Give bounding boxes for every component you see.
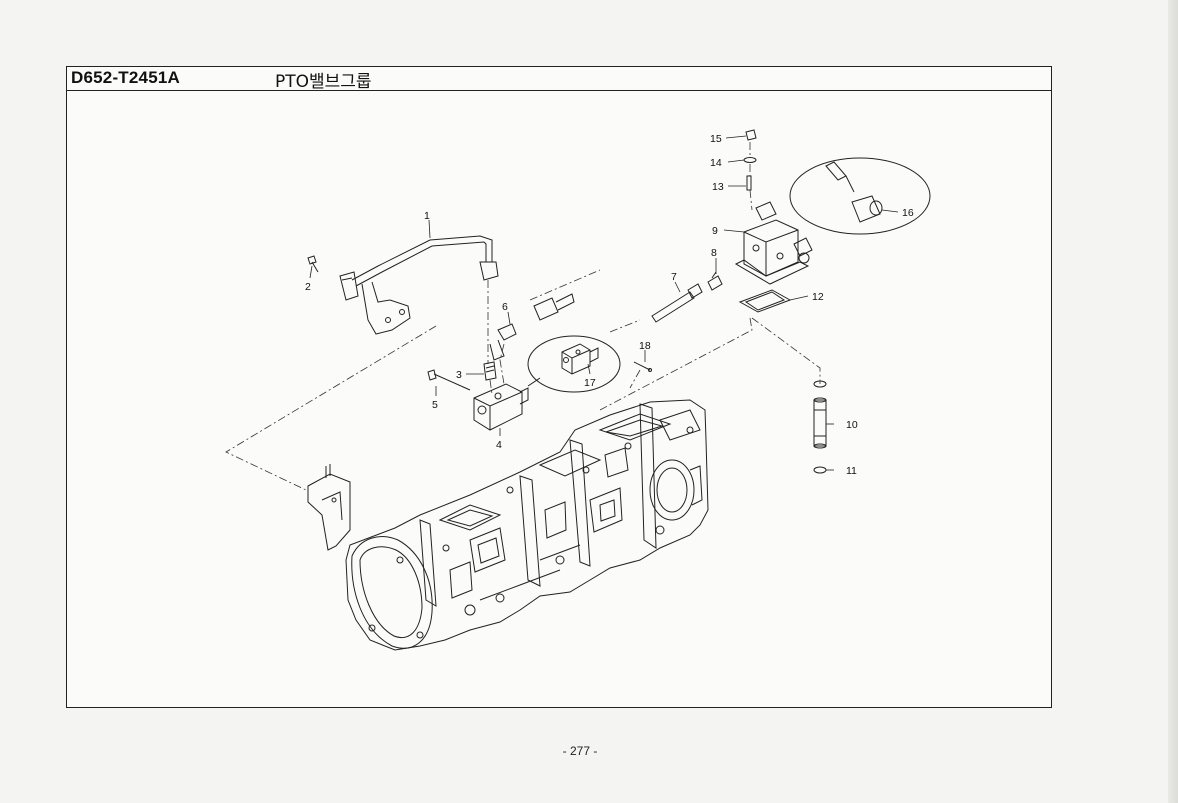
group-title: PTO밸브그룹 bbox=[275, 72, 372, 92]
part-1-pipe bbox=[339, 235, 499, 335]
callout-7: 7 bbox=[671, 271, 677, 283]
callout-9: 9 bbox=[712, 225, 718, 237]
part-2-screw bbox=[307, 255, 319, 273]
callout-18: 18 bbox=[639, 340, 651, 352]
mounting-bracket bbox=[307, 464, 351, 551]
callout-13: 13 bbox=[712, 181, 724, 193]
callout-4: 4 bbox=[496, 439, 502, 451]
part-4-valve-block bbox=[473, 383, 529, 431]
assembly-lines bbox=[225, 142, 821, 491]
callout-11: 11 bbox=[846, 465, 857, 477]
part-6-elbow bbox=[489, 323, 517, 361]
callout-14: 14 bbox=[710, 157, 722, 169]
callout-10: 10 bbox=[846, 419, 858, 431]
part-13-stud bbox=[746, 175, 752, 191]
part-7-shaft bbox=[651, 283, 703, 323]
callout-2: 2 bbox=[305, 281, 311, 293]
title-bar: D652-T2451A PTO밸브그룹 bbox=[67, 67, 1051, 92]
callout-5: 5 bbox=[432, 399, 438, 411]
callout-labels: 1 2 3 4 5 6 7 8 9 10 11 12 13 14 15 16 1… bbox=[305, 133, 914, 477]
callout-16: 16 bbox=[902, 207, 914, 219]
part-16-detail bbox=[789, 157, 931, 235]
callout-3: 3 bbox=[456, 369, 462, 381]
part-15-cap bbox=[745, 129, 757, 141]
callout-6: 6 bbox=[502, 301, 508, 313]
leader-lines bbox=[309, 135, 899, 471]
callout-17: 17 bbox=[584, 377, 596, 389]
page-edge bbox=[1168, 0, 1178, 803]
diagram-frame: D652-T2451A PTO밸브그룹 bbox=[66, 66, 1052, 708]
part-17-detail bbox=[527, 335, 621, 393]
transmission-housing bbox=[345, 399, 709, 651]
callout-1: 1 bbox=[424, 210, 430, 222]
model-code: D652-T2451A bbox=[71, 68, 180, 87]
part-8-fitting bbox=[707, 271, 723, 291]
callout-12: 12 bbox=[812, 291, 824, 303]
part-3-fitting bbox=[483, 361, 497, 381]
part-9-valve-assembly bbox=[734, 201, 813, 285]
part-6-union bbox=[533, 293, 575, 321]
part-11-oring-lower bbox=[813, 466, 827, 474]
part-18-pin bbox=[633, 361, 652, 372]
part-5-bolt bbox=[427, 369, 471, 391]
callout-8: 8 bbox=[711, 247, 717, 259]
part-12-gasket bbox=[738, 289, 792, 313]
part-14-washer bbox=[743, 157, 757, 163]
page-number: - 277 - bbox=[562, 744, 598, 758]
callout-15: 15 bbox=[710, 133, 722, 145]
part-10-sleeve bbox=[813, 397, 827, 449]
